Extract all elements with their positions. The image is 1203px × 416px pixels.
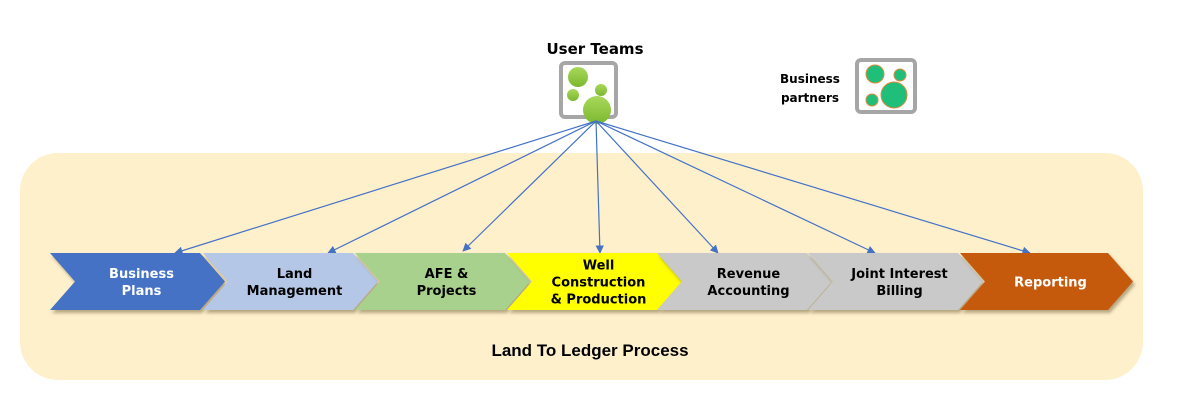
process-step-afe-projects: AFE & Projects bbox=[355, 253, 530, 310]
step-label-line: Construction bbox=[552, 276, 646, 291]
step-label-line: Accounting bbox=[707, 284, 789, 299]
step-label-line: Well bbox=[583, 259, 615, 274]
chevron-shape bbox=[507, 253, 682, 310]
connector-arrow-well-construction bbox=[595, 120, 604, 254]
step-label-line: AFE & bbox=[425, 267, 469, 282]
process-title: Land To Ledger Process bbox=[491, 341, 689, 360]
connector-arrow-reporting bbox=[595, 120, 1031, 255]
step-label-line: Joint Interest bbox=[850, 267, 948, 282]
step-label-line: & Production bbox=[551, 293, 647, 308]
business-partners-label: Business partners bbox=[770, 70, 850, 108]
user-teams-label: User Teams bbox=[546, 40, 644, 58]
business-partners-label-line2: partners bbox=[780, 91, 840, 105]
chevron-shape bbox=[657, 253, 832, 310]
connector-arrow-revenue-accounting bbox=[595, 120, 719, 254]
connector-arrow-business-plans bbox=[174, 120, 597, 255]
business-partners-label-line1: Business bbox=[780, 72, 840, 86]
step-label-line: Business bbox=[109, 267, 174, 282]
step-label-line: Revenue bbox=[717, 267, 781, 282]
partners-group-icon bbox=[855, 58, 917, 114]
connector-arrow-joint-interest-billing bbox=[595, 120, 876, 254]
chevron-shape bbox=[355, 253, 530, 310]
chevron-shape bbox=[203, 253, 378, 310]
step-label-line: Billing bbox=[876, 284, 922, 299]
step-label-line: Plans bbox=[122, 284, 162, 299]
step-label-line: Reporting bbox=[1014, 276, 1087, 291]
step-label-line: Management bbox=[247, 284, 343, 299]
chevron-shape bbox=[808, 253, 983, 310]
chevron-shape bbox=[960, 253, 1133, 310]
connector-arrow-land-management bbox=[327, 120, 597, 254]
step-label-line: Projects bbox=[417, 284, 477, 299]
connectors bbox=[174, 120, 1031, 255]
people-group-icon bbox=[559, 61, 618, 124]
step-label-line: Land bbox=[277, 267, 313, 282]
connector-arrow-afe-projects bbox=[462, 120, 597, 252]
process-step-reporting: Reporting bbox=[960, 253, 1133, 310]
chevron-shape bbox=[50, 253, 225, 310]
